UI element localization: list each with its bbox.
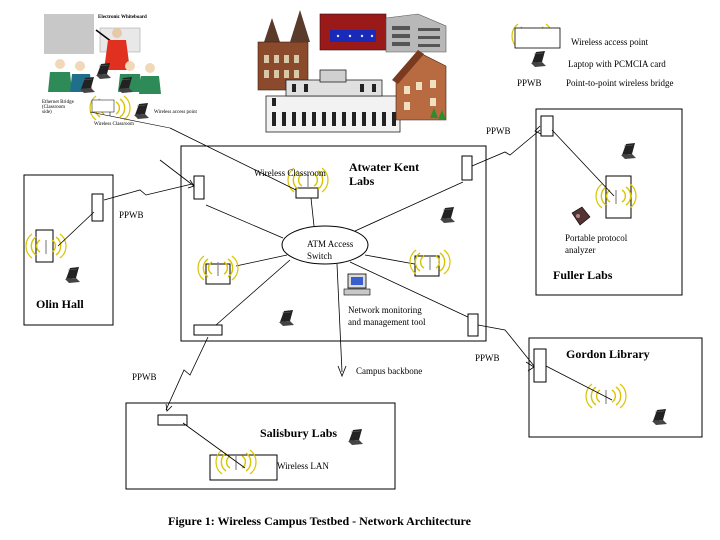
inset-ap-label: Wireless access point: [154, 110, 197, 115]
ppwb-atwater-right: [461, 155, 473, 181]
olin-hall-label: Olin Hall: [36, 297, 84, 311]
ppwb-atwater-gordon: [467, 313, 479, 337]
legend-bridge-label: Point-to-point wireless bridge: [566, 78, 674, 88]
ppwb-label-salisbury: PPWB: [132, 372, 157, 382]
protocol-analyzer: [571, 206, 591, 226]
ppwb-gordon: [533, 348, 547, 383]
olin-hall-box: [23, 174, 114, 326]
legend-ap-label: Wireless access point: [571, 37, 649, 47]
wireless-classroom-label: Wireless Classroom: [254, 168, 326, 178]
gordon-library-label: Gordon Library: [566, 347, 650, 361]
wireless-lan-label: Wireless LAN: [277, 461, 329, 471]
atm-switch: [281, 225, 369, 265]
atm-switch-label: ATM Access Switch: [307, 239, 354, 261]
protocol-analyzer-label: Portable protocol analyzer: [565, 233, 628, 255]
salisbury-labs-box: [125, 402, 396, 490]
legend-ap-box: [514, 27, 561, 49]
figure-caption: Figure 1: Wireless Campus Testbed - Netw…: [168, 514, 471, 528]
ppwb-atwater-bottom: [193, 324, 223, 336]
fuller-labs-label: Fuller Labs: [553, 268, 613, 282]
ppwb-label-olin: PPWB: [119, 210, 144, 220]
monitoring-pc: [343, 273, 371, 296]
atwater-kent-label: Atwater Kent Labs: [349, 160, 420, 188]
ppwb-fuller: [540, 115, 554, 137]
ppwb-label-fuller: PPWB: [486, 126, 511, 136]
ap-olin: [35, 229, 54, 263]
network-tool-label: Network monitoring and management tool: [348, 305, 426, 327]
salisbury-labs-label: Salisbury Labs: [260, 426, 338, 440]
inset-whiteboard-label: Electronic Whiteboard: [98, 15, 147, 20]
ppwb-olin: [91, 193, 104, 222]
legend-ppwb-abbr: PPWB: [517, 78, 542, 88]
inset-caption: Wireless Classroom: [94, 122, 134, 127]
ppwb-atwater-left: [193, 175, 205, 200]
atm-links: [205, 181, 471, 373]
legend-laptop-label: Laptop with PCMCIA card: [568, 59, 666, 69]
inset-bridge-note: Ethernet Bridge (Classroom side): [42, 100, 74, 115]
ppwb-label-gordon: PPWB: [475, 353, 500, 363]
campus-buildings-illustration: [257, 10, 447, 133]
ppwb-links: [103, 125, 542, 412]
classroom-inset: [44, 14, 171, 129]
ppwb-salisbury: [157, 414, 188, 426]
fuller-labs-box: [535, 108, 683, 296]
ap-classroom: [295, 187, 319, 199]
gordon-library-box: [528, 337, 703, 438]
campus-backbone-label: Campus backbone: [356, 366, 423, 376]
ap-atwater-right: [414, 255, 440, 277]
atwater-kent-box: [180, 145, 487, 342]
ap-fuller: [605, 175, 632, 219]
